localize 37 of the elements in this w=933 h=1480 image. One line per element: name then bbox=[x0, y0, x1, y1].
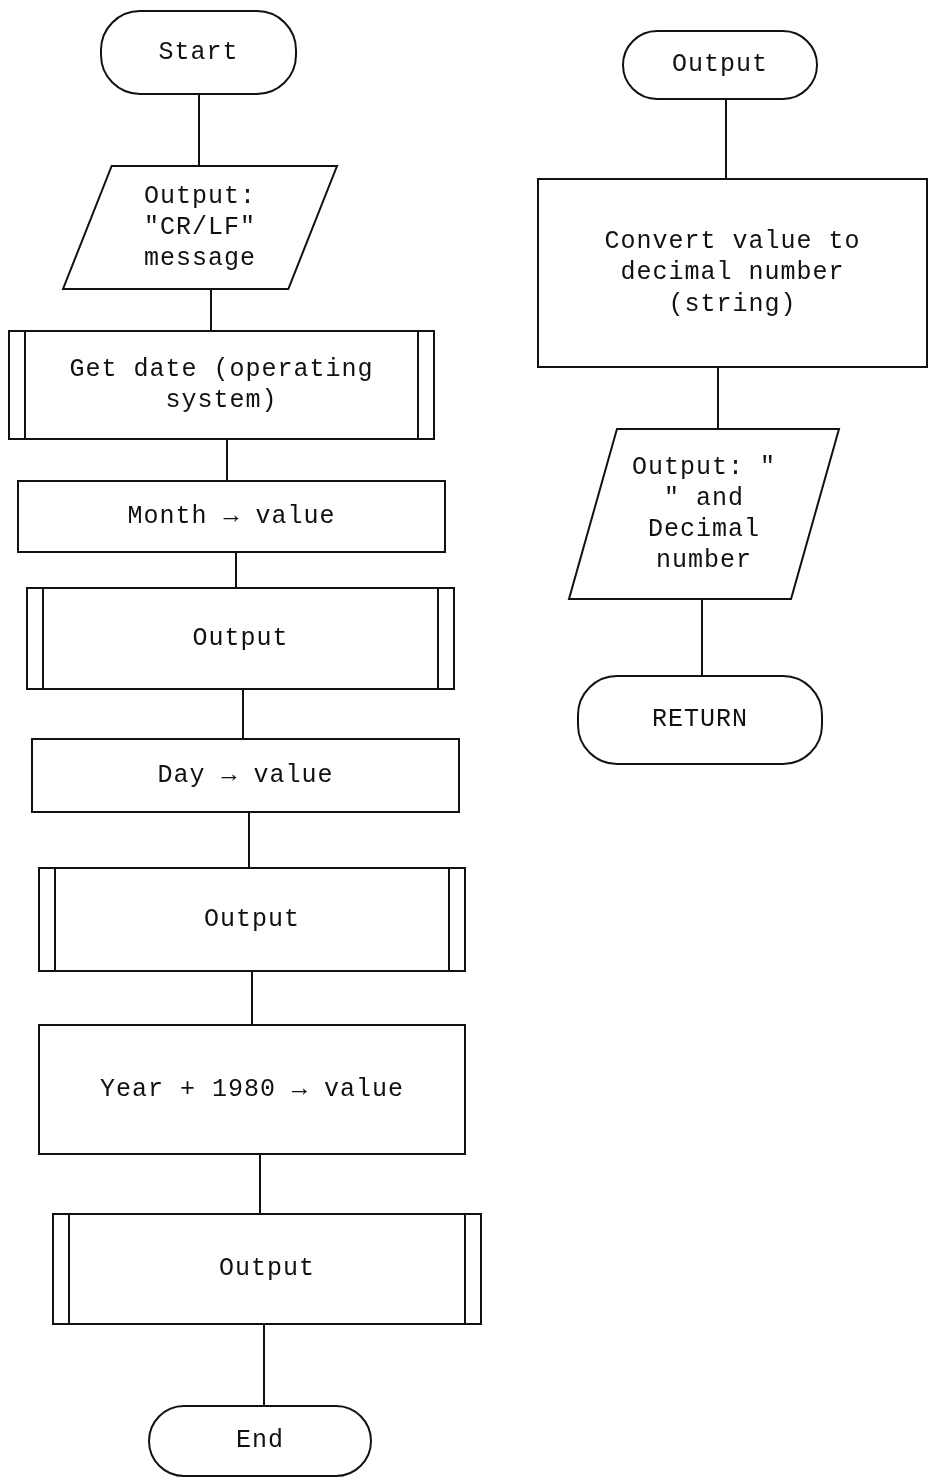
node-label: Convert value to decimal number (string) bbox=[603, 226, 862, 320]
node-label: Month → value bbox=[127, 500, 336, 533]
node-label: Output: "CR/LF" message bbox=[143, 180, 257, 275]
node-label: Output bbox=[204, 903, 300, 936]
subroutine-box bbox=[38, 867, 466, 972]
connector-line bbox=[226, 439, 228, 481]
node-label: Year + 1980 → value bbox=[99, 1073, 404, 1106]
subroutine-box bbox=[52, 1213, 482, 1325]
process-box bbox=[537, 178, 928, 368]
connector-line bbox=[210, 289, 212, 331]
connector-line bbox=[251, 971, 253, 1025]
node-label: RETURN bbox=[652, 704, 748, 736]
node-label: Start bbox=[158, 36, 239, 69]
connector-line bbox=[242, 689, 244, 739]
node-label: Output bbox=[192, 622, 289, 655]
node-label: Output bbox=[219, 1253, 315, 1285]
connector-line bbox=[235, 552, 237, 588]
node-label: Day → value bbox=[157, 759, 334, 792]
terminal-shape bbox=[577, 675, 823, 765]
process-box bbox=[17, 480, 446, 553]
connector-line bbox=[198, 94, 200, 166]
connector-line bbox=[725, 99, 727, 179]
subroutine-box bbox=[26, 587, 455, 690]
io-parallelogram bbox=[62, 165, 338, 290]
process-box bbox=[38, 1024, 466, 1155]
subroutine-box bbox=[8, 330, 435, 440]
connector-line bbox=[248, 812, 250, 868]
node-label: End bbox=[236, 1425, 284, 1457]
node-label: Output: " " and Decimal number bbox=[631, 451, 777, 577]
process-box bbox=[31, 738, 460, 813]
node-label: Output bbox=[672, 49, 768, 81]
connector-line bbox=[263, 1324, 265, 1406]
connector-line bbox=[717, 367, 719, 429]
io-parallelogram bbox=[568, 428, 840, 600]
node-label: Get date (operating system) bbox=[68, 353, 375, 417]
connector-line bbox=[259, 1154, 261, 1214]
connector-line bbox=[701, 599, 703, 676]
